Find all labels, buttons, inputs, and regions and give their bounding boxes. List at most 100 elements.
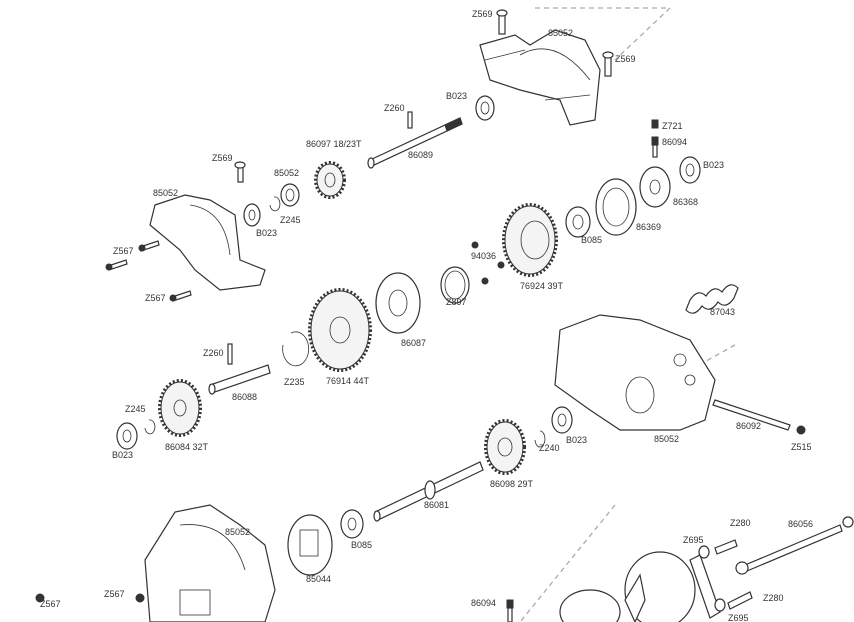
driveshaft-86056	[735, 516, 854, 575]
set-screw-icon	[651, 119, 659, 129]
screw-icon	[796, 425, 806, 435]
label-b085: B085	[581, 235, 602, 245]
label-86088: 86088	[232, 392, 257, 402]
label-85052: 85052	[274, 168, 299, 178]
screw-icon	[496, 9, 508, 35]
label-85052: 85052	[153, 188, 178, 198]
screw-icon	[497, 261, 505, 269]
label-z280: Z280	[730, 518, 751, 528]
label-z695: Z695	[683, 535, 704, 545]
label-85052: 85052	[548, 28, 573, 38]
pin-icon	[651, 136, 659, 158]
label-86056: 86056	[788, 519, 813, 529]
screw-icon	[234, 161, 246, 183]
label-z260: Z260	[384, 103, 405, 113]
screw-icon	[714, 539, 738, 555]
gear-86097	[314, 161, 346, 199]
clip-icon	[144, 419, 156, 435]
brake-link-icon	[624, 573, 646, 622]
gear-86098	[484, 419, 526, 475]
clip-icon	[534, 430, 546, 448]
washer-icon	[698, 545, 710, 559]
screw-icon	[135, 593, 145, 603]
label-86368: 86368	[673, 197, 698, 207]
guide-line	[519, 504, 616, 622]
washer-z897	[440, 266, 470, 304]
gear-86084	[158, 379, 202, 437]
gear-76914	[308, 288, 372, 372]
screw-icon	[105, 259, 128, 271]
gearbox-housing-top	[479, 29, 601, 126]
label-z567: Z567	[145, 293, 166, 303]
bearing-icon	[116, 422, 138, 450]
screw-icon	[471, 241, 479, 249]
screw-icon	[602, 51, 614, 77]
hub-86087	[375, 272, 421, 334]
bearing-icon	[551, 406, 573, 434]
gasket-87043	[685, 284, 739, 314]
label-86084: 86084 32T	[165, 442, 209, 452]
label-86094: 86094	[471, 598, 496, 608]
label-z567: Z567	[104, 589, 125, 599]
label-76924: 76924 39T	[520, 281, 564, 291]
label-z897: Z897	[446, 297, 467, 307]
clip-icon	[269, 196, 281, 212]
label-b023: B023	[446, 91, 467, 101]
label-z567: Z567	[40, 599, 61, 609]
label-86369: 86369	[636, 222, 661, 232]
label-z260: Z260	[203, 348, 224, 358]
clutch-bell-86369	[595, 178, 637, 236]
label-z240: Z240	[539, 443, 560, 453]
label-85044: 85044	[306, 574, 331, 584]
brake-link-icon	[689, 554, 721, 619]
washer-icon	[714, 598, 726, 612]
pin-icon	[506, 599, 514, 622]
bearing-icon	[340, 509, 364, 539]
label-z569: Z569	[615, 54, 636, 64]
shaft-86089	[367, 117, 463, 169]
bearing-icon	[243, 203, 261, 227]
label-z569: Z569	[472, 9, 493, 19]
label-86081: 86081	[424, 500, 449, 510]
screw-icon	[169, 290, 192, 302]
clutch-bell-85044	[287, 514, 333, 576]
gearbox-housing-right	[554, 314, 716, 431]
shaft-86092	[712, 399, 791, 431]
label-86089: 86089	[408, 150, 433, 160]
label-z235: Z235	[284, 377, 305, 387]
label-z245: Z245	[280, 215, 301, 225]
label-z567: Z567	[113, 246, 134, 256]
bearing-icon	[679, 156, 701, 184]
label-z569: Z569	[212, 153, 233, 163]
label-86094: 86094	[662, 137, 687, 147]
bearing-icon	[565, 206, 591, 238]
label-b023: B023	[566, 435, 587, 445]
pin-icon	[227, 343, 233, 365]
label-b023: B023	[256, 228, 277, 238]
guide-line	[535, 7, 672, 61]
label-b023: B023	[112, 450, 133, 460]
label-z695: Z695	[728, 613, 749, 622]
screw-icon	[727, 591, 753, 610]
label-b023: B023	[703, 160, 724, 170]
label-85052: 85052	[225, 527, 250, 537]
label-z280: Z280	[763, 593, 784, 603]
clutch-shoe-86368	[639, 166, 671, 208]
label-z721: Z721	[662, 121, 683, 131]
shaft-86081	[373, 461, 484, 522]
label-z245: Z245	[125, 404, 146, 414]
clip-icon	[282, 331, 310, 367]
gearbox-housing-bottom	[144, 504, 276, 622]
label-76914: 76914 44T	[326, 376, 370, 386]
bearing-icon	[475, 95, 495, 121]
label-86098: 86098 29T	[490, 479, 534, 489]
label-z515: Z515	[791, 442, 812, 452]
label-85052: 85052	[654, 434, 679, 444]
screw-icon	[138, 240, 160, 252]
label-86092: 86092	[736, 421, 761, 431]
screw-icon	[35, 593, 45, 603]
disc-icon	[559, 589, 621, 622]
screw-icon	[481, 277, 489, 285]
label-94036: 94036	[471, 251, 496, 261]
